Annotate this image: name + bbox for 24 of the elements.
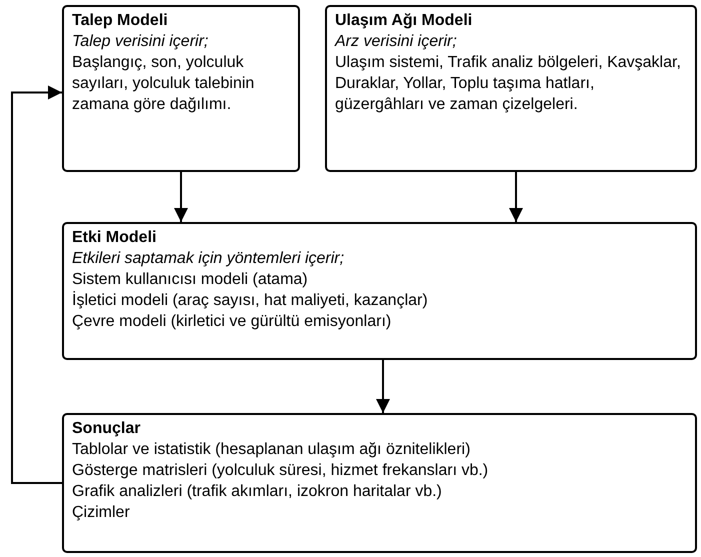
box-subtitle: Arz verisini içerir; xyxy=(335,32,458,52)
box-title: Ulaşım Ağı Modeli xyxy=(335,11,474,31)
arrow xyxy=(509,172,523,222)
box-subtitle: Talep verisini içerir; xyxy=(72,32,210,52)
box-title: Etki Modeli xyxy=(72,228,158,248)
box-title: Talep Modeli xyxy=(72,11,169,31)
arrow xyxy=(174,172,188,222)
box-text: Grafik analizleri (trafik akımları, izokron haritalar vb.) xyxy=(72,482,443,502)
process-box xyxy=(62,5,300,172)
box-text: Tablolar ve istatistik (hesaplanan ulaşım ağı öznitelikleri) xyxy=(72,440,472,460)
process-box xyxy=(325,5,697,172)
box-text: Başlangıç, son, yolculuk sayıları, yolculuk talebinin zamana göre dağılımı. xyxy=(72,53,256,115)
process-box xyxy=(62,413,697,553)
process-box xyxy=(62,222,697,360)
arrow xyxy=(11,86,62,484)
arrow xyxy=(376,360,390,413)
box-text: Ulaşım sistemi, Trafik analiz bölgeleri, Kavşaklar, Duraklar, Yollar, Toplu taşıma hatları, güzergâhları ve zaman çizelgeleri. xyxy=(335,53,682,115)
box-subtitle: Etkileri saptamak için yöntemleri içerir; xyxy=(72,249,346,269)
box-text: Gösterge matrisleri (yolculuk süresi, hizmet frekansları vb.) xyxy=(72,461,490,481)
box-text: Çevre modeli (kirletici ve gürültü emisyonları) xyxy=(72,312,392,332)
box-text: Çizimler xyxy=(72,503,131,523)
box-text: Sistem kullanıcısı modeli (atama) xyxy=(72,270,309,290)
box-text: İşletici modeli (araç sayısı, hat maliyeti, kazançlar) xyxy=(72,290,429,311)
box-title: Sonuçlar xyxy=(72,419,142,439)
